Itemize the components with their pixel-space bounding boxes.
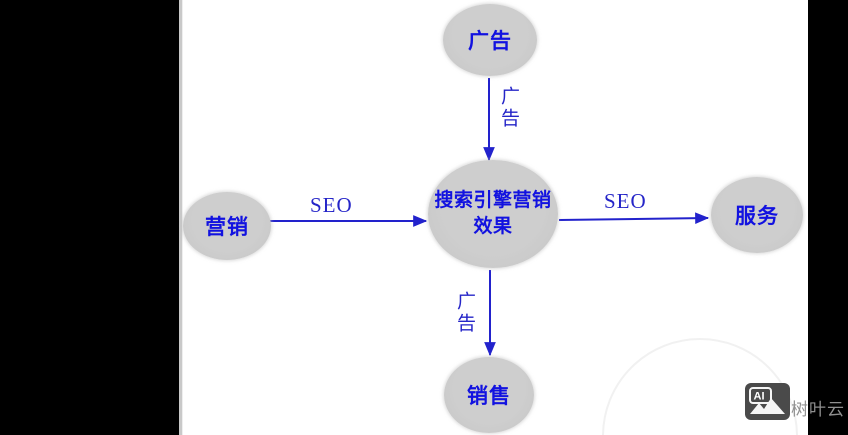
left-separator-line (179, 0, 183, 435)
right-black-bar (808, 0, 848, 435)
node-sales: 销售 (444, 357, 534, 433)
edge-label-ad-top: 广告 (498, 86, 519, 130)
node-advertising-label: 广告 (468, 30, 512, 53)
node-sem-effect-label-line1: 搜索引擎营销 (434, 190, 552, 211)
node-marketing: 营销 (183, 192, 271, 260)
edge-label-seo-right: SEO (604, 189, 647, 213)
node-service: 服务 (711, 177, 803, 253)
node-advertising: 广告 (443, 4, 537, 76)
left-black-bar (0, 0, 179, 435)
node-service-label: 服务 (735, 205, 779, 228)
edge-label-ad-bottom: 广告 (454, 291, 475, 335)
watermark: AI 树叶云 (745, 383, 844, 420)
node-sales-label: 销售 (467, 385, 511, 408)
watermark-brand-text: 树叶云 (791, 400, 845, 419)
edge-label-seo-left: SEO (310, 193, 353, 217)
node-marketing-label: 营销 (205, 216, 249, 239)
ai-image-badge-icon: AI (745, 383, 790, 420)
node-sem-effect-label-line2: 效果 (473, 216, 513, 237)
node-sem-effect: 搜索引擎营销 效果 (428, 160, 558, 268)
edge-center-to-service-arrow (558, 212, 710, 225)
badge-ai-text: AI (754, 391, 765, 403)
